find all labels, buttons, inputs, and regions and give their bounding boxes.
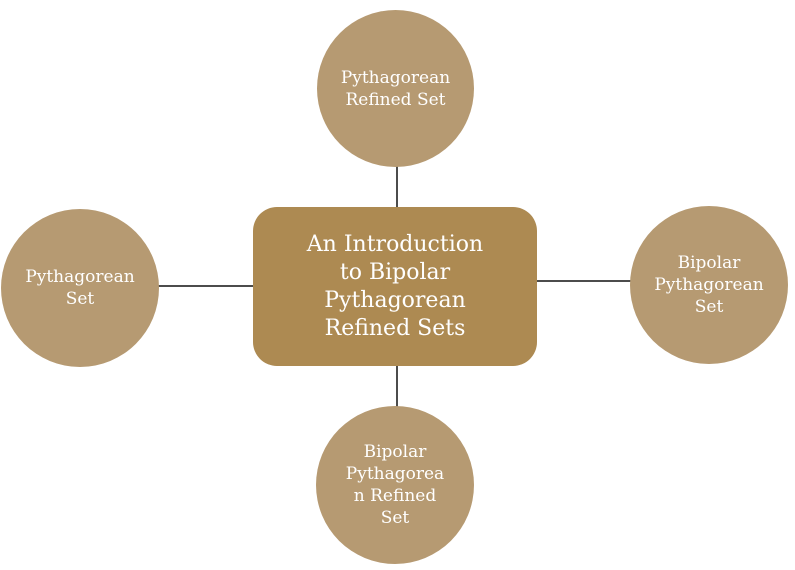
node-bipolar-pythagorean-set: Bipolar Pythagorean Set	[630, 206, 788, 364]
node-bipolar-pythagorean-refined-set: Bipolar Pythagorea n Refined Set	[316, 406, 474, 564]
node-right-label: Bipolar Pythagorean Set	[654, 253, 764, 317]
node-bottom-label: Bipolar Pythagorea n Refined Set	[345, 442, 445, 528]
node-pythagorean-refined-set: Pythagorean Refined Set	[317, 10, 474, 167]
node-pythagorean-set: Pythagorean Set	[1, 209, 159, 367]
center-topic-box: An Introduction to Bipolar Pythagorean R…	[253, 207, 537, 366]
node-top-label: Pythagorean Refined Set	[340, 67, 451, 110]
node-left-label: Pythagorean Set	[25, 267, 135, 309]
center-topic-label: An Introduction to Bipolar Pythagorean R…	[306, 231, 484, 341]
